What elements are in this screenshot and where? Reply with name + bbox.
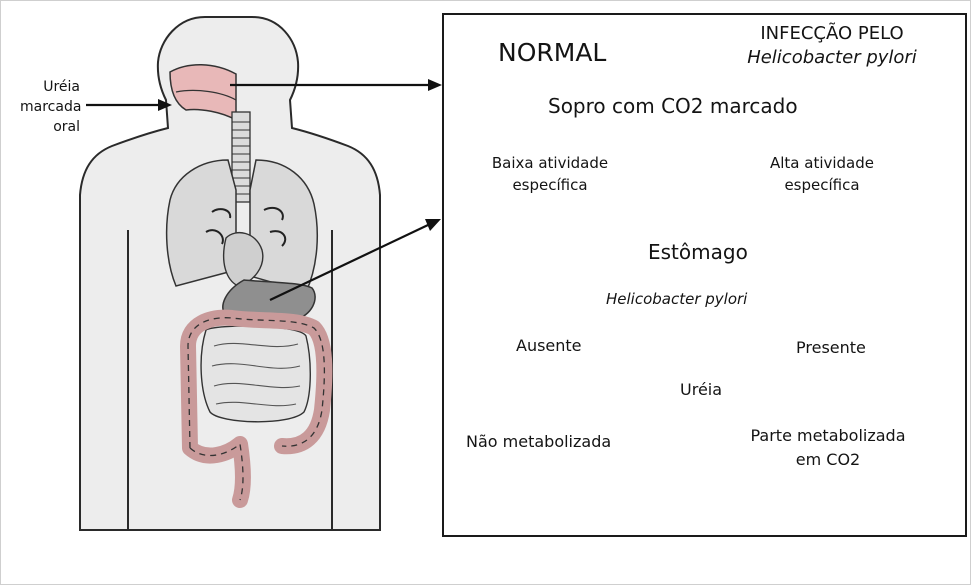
low-activity-line1: Baixa atividade	[470, 152, 630, 174]
absent-label: Ausente	[516, 336, 582, 355]
high-activity-line1: Alta atividade	[742, 152, 902, 174]
part-metabolized-line2: em CO2	[728, 448, 928, 472]
normal-heading: NORMAL	[498, 38, 606, 67]
urea-label-line1: Uréia	[20, 77, 80, 97]
infection-heading-line1: INFECÇÃO PELO	[712, 22, 952, 46]
high-activity-line2: específica	[742, 174, 902, 196]
infection-heading: INFECÇÃO PELO Helicobacter pylori	[712, 22, 952, 70]
hpylori-label: Helicobacter pylori	[606, 290, 747, 308]
breath-arrowhead	[428, 79, 442, 91]
urea-result-label: Uréia	[680, 380, 722, 399]
not-metabolized-label: Não metabolizada	[466, 432, 611, 451]
infection-heading-line2: Helicobacter pylori	[712, 46, 952, 70]
part-metabolized-label: Parte metabolizada em CO2	[728, 424, 928, 472]
high-activity-label: Alta atividade específica	[742, 152, 902, 196]
low-activity-label: Baixa atividade específica	[470, 152, 630, 196]
breath-heading: Sopro com CO2 marcado	[548, 94, 798, 118]
present-label: Presente	[796, 338, 866, 357]
urea-label-line2: marcada	[20, 97, 80, 117]
small-intestine	[201, 326, 310, 422]
part-metabolized-line1: Parte metabolizada	[728, 424, 928, 448]
stomach-heading: Estômago	[648, 240, 748, 264]
urea-label-line3: oral	[20, 117, 80, 137]
urea-label: Uréia marcada oral	[20, 77, 80, 137]
low-activity-line2: específica	[470, 174, 630, 196]
